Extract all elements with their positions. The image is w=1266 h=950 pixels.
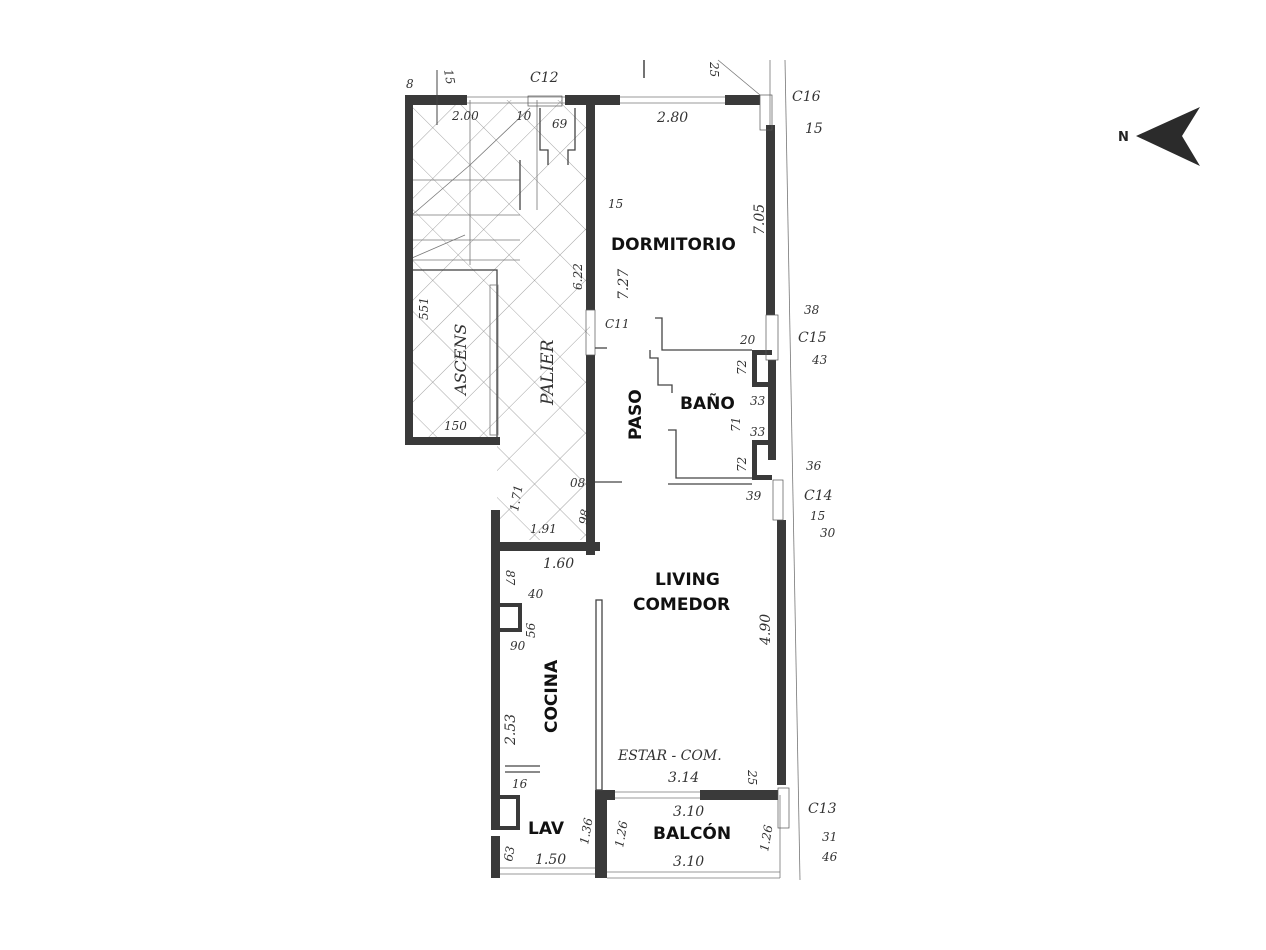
dim-cocina-16: 16 [512,777,528,791]
dim-cocina-40: 40 [527,587,544,601]
dim-estar-25: 25 [745,769,759,785]
dim-bano-71: 71 [729,417,743,432]
dim-c14-39: 39 [746,489,762,503]
dim-balcon-126-right: 1.26 [757,823,775,852]
dim-stair-200: 2.00 [451,109,479,123]
room-label-lav: LAV [528,819,565,839]
dim-top-15: 15 [441,68,457,85]
dim-cocina-160: 1.60 [543,556,574,572]
dim-palier-171: 1.71 [507,484,525,513]
label-estar-com: ESTAR - COM. [617,748,722,764]
dim-asc-551: 551 [417,297,431,320]
dim-palier-191: 1.91 [530,522,557,536]
north-arrow-icon [1136,107,1200,166]
dim-lav-150: 1.50 [535,852,566,868]
room-label-bano: BAÑO [680,391,735,414]
room-label-living: LIVING [655,570,720,590]
dim-c13-31: 31 [822,830,837,844]
dim-c14-36: 36 [806,459,822,473]
dim-estar-314: 3.14 [668,770,699,786]
column-label-c11: C11 [605,317,629,331]
north-label: N [1118,130,1129,145]
dim-lav-136: 1.36 [577,816,595,845]
dim-cocina-87: 87 [503,570,517,586]
dim-cocina-56: 56 [524,622,538,638]
dim-palier-08: 08 [570,476,586,490]
dim-lav-63: 63 [501,845,518,863]
dim-living-490: 4.90 [758,614,774,646]
column-label-c12: C12 [530,70,559,86]
dim-c13-46: 46 [821,850,838,864]
dim-balcon-126-left: 1.26 [612,819,630,848]
dim-top-b: 8 [406,77,414,91]
dim-shaft-69: 69 [552,117,568,131]
dim-palier-622: 6.22 [571,263,585,290]
dim-dorm-width: 2.80 [656,110,688,126]
room-label-paso: PASO [626,389,646,440]
dim-c16-15: 15 [805,121,823,137]
dim-balcon-310-top: 3.10 [673,804,704,820]
dim-c14-30: 30 [820,526,836,540]
dim-bano-72a: 72 [735,360,749,375]
room-label-comedor: COMEDOR [633,595,730,615]
dim-stair-10: 10 [516,109,532,123]
room-label-balcon: BALCÓN [653,822,731,844]
columns [527,94,790,829]
dim-top-25: 25 [707,61,721,77]
dim-c15-38: 38 [804,303,820,317]
dim-palier-98: 98 [576,508,593,526]
dim-dorm-705: 7.05 [752,204,768,235]
dim-cocina-253: 2.53 [503,714,519,746]
north-compass: N [1112,102,1207,172]
palier-tile-area [411,100,590,540]
windows [467,59,801,881]
column-label-c15: C15 [798,330,827,346]
label-ascensor: ASCENS [451,324,470,397]
dimensions: 8 15 2.00 10 69 2.80 25 15 15 7.05 7.27 … [406,61,838,870]
room-label-cocina: COCINA [542,659,562,733]
dim-c14-15: 15 [810,509,825,523]
dim-asc-150: 150 [444,419,467,433]
dim-balcon-310-bottom: 3.10 [673,854,704,870]
dim-bano-33b: 33 [750,425,766,439]
column-label-c14: C14 [804,488,833,504]
room-label-dormitorio: DORMITORIO [611,235,736,255]
dim-paso-727: 7.27 [616,269,632,300]
column-label-c13: C13 [808,801,837,817]
dim-bano-20: 20 [739,333,756,347]
dim-c15-43: 43 [811,353,828,367]
walls [405,95,786,878]
dim-bano-33a: 33 [750,394,766,408]
label-palier: PALIER [538,339,558,406]
dim-dorm-15: 15 [608,197,623,211]
dim-cocina-90: 90 [510,639,526,653]
dim-bano-72b: 72 [735,457,749,472]
partitions [505,108,752,791]
column-label-c16: C16 [792,89,821,105]
